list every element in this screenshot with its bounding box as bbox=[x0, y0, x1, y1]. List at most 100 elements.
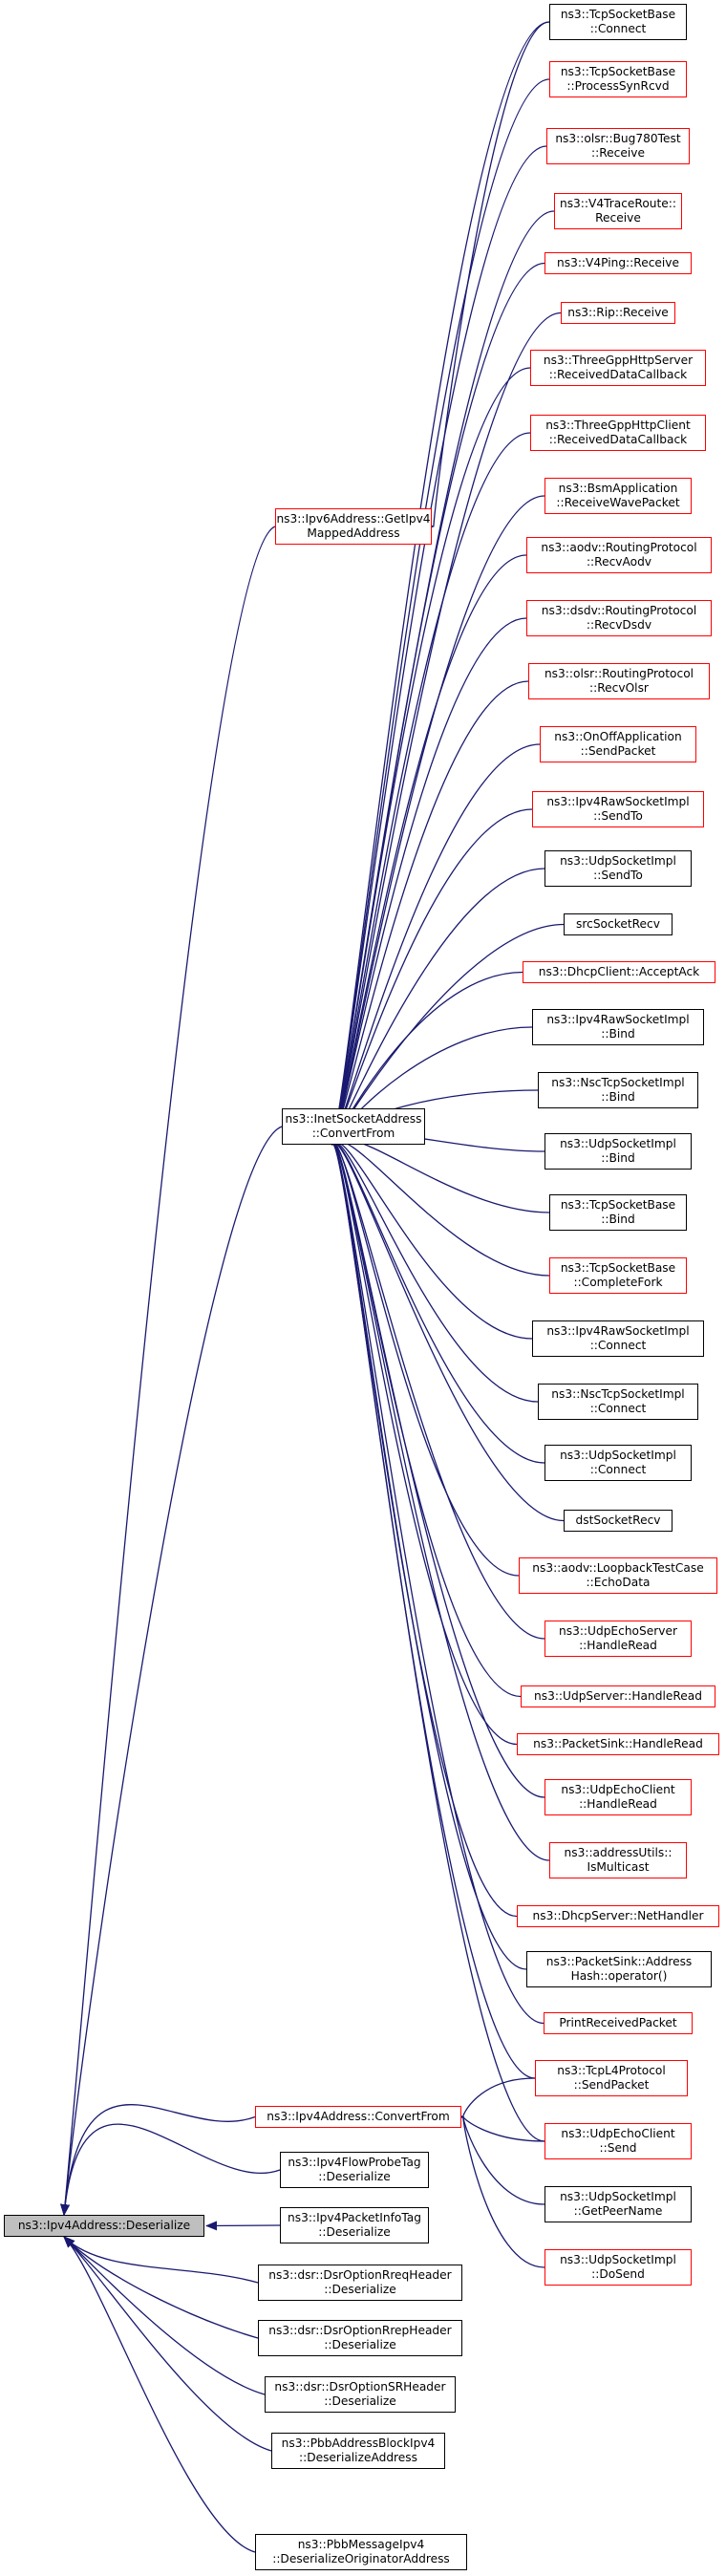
edge-root-to-ipv4convert bbox=[60, 2104, 256, 2216]
node-udpsocketimpl-dosend[interactable]: ns3::UdpSocketImpl::DoSend bbox=[544, 2249, 692, 2286]
node-label-line: ns3::UdpEchoClient bbox=[561, 1783, 675, 1796]
edge-root-to-dsrreq bbox=[63, 2236, 259, 2284]
node-printreceivedpacket[interactable]: PrintReceivedPacket bbox=[544, 2012, 693, 2034]
node-label-line: ::ConvertFrom bbox=[311, 1127, 395, 1140]
node-label-line: ::Deserialize bbox=[318, 2170, 391, 2183]
node-tcpl4protocol-sendpacket[interactable]: ns3::TcpL4Protocol::SendPacket bbox=[535, 2060, 688, 2096]
node-pbbaddressblockipv4-deserializeaddress[interactable]: ns3::PbbAddressBlockIpv4::DeserializeAdd… bbox=[271, 2433, 445, 2469]
node-olsr-routingprotocol-recvolsr[interactable]: ns3::olsr::RoutingProtocol::RecvOlsr bbox=[528, 663, 710, 699]
node-tcpsocketbase-bind[interactable]: ns3::TcpSocketBase::Bind bbox=[549, 1194, 687, 1231]
node-label-line: ::Bind bbox=[601, 1213, 635, 1226]
node-dsdv-routingprotocol-recvdsdv[interactable]: ns3::dsdv::RoutingProtocol::RecvDsdv bbox=[526, 600, 712, 636]
node-label-line: ns3::PacketSink::Address bbox=[545, 1955, 693, 1968]
edge-inetconvert-to-ismulticast bbox=[331, 1132, 550, 1861]
node-label-line: ::Connect bbox=[589, 1463, 647, 1476]
node-label-line: ns3::Ipv4Address::Deserialize bbox=[17, 2219, 191, 2232]
node-label-line: ns3::TcpL4Protocol bbox=[557, 2064, 666, 2077]
node-bsmapplication-receivewavepacket[interactable]: ns3::BsmApplication::ReceiveWavePacket bbox=[544, 478, 692, 514]
node-aodv-loopbacktestcase-echodata[interactable]: ns3::aodv::LoopbackTestCase::EchoData bbox=[519, 1557, 717, 1594]
node-label-line: ::Receive bbox=[591, 146, 645, 160]
node-tcpsocketbase-completefork[interactable]: ns3::TcpSocketBase::CompleteFork bbox=[549, 1257, 687, 1294]
node-dhcpserver-nethandler[interactable]: ns3::DhcpServer::NetHandler bbox=[517, 1905, 719, 1927]
node-udpechoclient-handleread[interactable]: ns3::UdpEchoClient::HandleRead bbox=[544, 1779, 692, 1815]
node-onoffapplication-sendpacket[interactable]: ns3::OnOffApplication::SendPacket bbox=[540, 726, 696, 762]
edge-inetconvert-to-rawconnect bbox=[331, 1132, 533, 1340]
node-udpsocketimpl-bind[interactable]: ns3::UdpSocketImpl::Bind bbox=[544, 1133, 692, 1170]
node-srcsocketrecv[interactable]: srcSocketRecv bbox=[564, 913, 673, 935]
node-label-line: ns3::addressUtils:: bbox=[564, 1846, 673, 1859]
node-label-line: ::SendPacket bbox=[573, 2078, 650, 2092]
node-dsroptionrreqheader-deserialize[interactable]: ns3::dsr::DsrOptionRreqHeader::Deseriali… bbox=[258, 2265, 462, 2301]
node-label-line: ::DeserializeOriginatorAddress bbox=[272, 2552, 450, 2565]
node-nsctcpsocketimpl-bind[interactable]: ns3::NscTcpSocketImpl::Bind bbox=[538, 1072, 698, 1108]
node-label-line: ::Connect bbox=[589, 22, 647, 35]
node-label-line: ::SendTo bbox=[593, 809, 643, 823]
edge-root-to-dsrrep bbox=[63, 2236, 259, 2339]
node-label-line: ::GetPeerName bbox=[573, 2204, 663, 2218]
node-ipv4rawsocketimpl-bind[interactable]: ns3::Ipv4RawSocketImpl::Bind bbox=[532, 1009, 704, 1045]
node-label-line: PrintReceivedPacket bbox=[559, 2016, 677, 2029]
node-v4ping-receive[interactable]: ns3::V4Ping::Receive bbox=[544, 252, 692, 274]
node-label-line: ns3::UdpSocketImpl bbox=[560, 2190, 676, 2203]
node-v4traceroute-receive[interactable]: ns3::V4TraceRoute::Receive bbox=[554, 193, 682, 229]
node-packetsink-handleread[interactable]: ns3::PacketSink::HandleRead bbox=[517, 1733, 719, 1755]
node-label-line: ::Bind bbox=[601, 1027, 635, 1041]
node-label-line: ns3::Ipv4RawSocketImpl bbox=[546, 795, 690, 808]
node-label-line: ns3::UdpServer::HandleRead bbox=[534, 1689, 702, 1703]
edge-root-to-pbbmsg bbox=[63, 2236, 256, 2553]
node-label-line: ::ProcessSynRcvd bbox=[566, 79, 670, 93]
node-rip-receive[interactable]: ns3::Rip::Receive bbox=[561, 302, 675, 324]
edge-root-to-pktinfotag bbox=[205, 2221, 281, 2231]
node-label-line: ::ReceivedDataCallback bbox=[548, 368, 688, 381]
node-tcpsocketbase-connect[interactable]: ns3::TcpSocketBase::Connect bbox=[549, 4, 687, 40]
edge-root-to-inetconvert bbox=[60, 1126, 283, 2216]
node-label-line: ::Deserialize bbox=[324, 2394, 396, 2408]
node-inetsocketaddress-convertfrom[interactable]: ns3::InetSocketAddress::ConvertFrom bbox=[282, 1108, 425, 1145]
node-label-line: Receive bbox=[595, 211, 641, 225]
node-label-line: ::Deserialize bbox=[318, 2225, 391, 2239]
node-dsroptionrrepheader-deserialize[interactable]: ns3::dsr::DsrOptionRrepHeader::Deseriali… bbox=[258, 2320, 462, 2356]
node-ipv4flowprobetag-deserialize[interactable]: ns3::Ipv4FlowProbeTag::Deserialize bbox=[280, 2152, 429, 2188]
edge-inetconvert-to-httpclient bbox=[331, 432, 531, 1146]
node-aodv-routingprotocol-recvaodv[interactable]: ns3::aodv::RoutingProtocol::RecvAodv bbox=[526, 537, 712, 573]
node-ipv4rawsocketimpl-connect[interactable]: ns3::Ipv4RawSocketImpl::Connect bbox=[532, 1320, 704, 1357]
node-label-line: ns3::TcpSocketBase bbox=[560, 65, 676, 78]
node-tcpsocketbase-processsynrcvd[interactable]: ns3::TcpSocketBase::ProcessSynRcvd bbox=[549, 61, 687, 97]
node-threegpphttpserver-receiveddatacallback[interactable]: ns3::ThreeGppHttpServer::ReceivedDataCal… bbox=[530, 350, 706, 386]
node-label-line: ns3::PacketSink::HandleRead bbox=[533, 1737, 703, 1750]
node-label-line: ns3::PbbMessageIpv4 bbox=[297, 2538, 425, 2551]
node-dstsocketrecv[interactable]: dstSocketRecv bbox=[564, 1510, 673, 1532]
node-nsctcpsocketimpl-connect[interactable]: ns3::NscTcpSocketImpl::Connect bbox=[538, 1384, 698, 1420]
node-udpechoserver-handleread[interactable]: ns3::UdpEchoServer::HandleRead bbox=[544, 1621, 692, 1657]
node-ipv4packetinfotag-deserialize[interactable]: ns3::Ipv4PacketInfoTag::Deserialize bbox=[280, 2207, 429, 2243]
node-udpsocketimpl-getpeername[interactable]: ns3::UdpSocketImpl::GetPeerName bbox=[544, 2186, 692, 2222]
edge-root-to-dsrsr bbox=[63, 2236, 266, 2395]
node-label-line: ns3::UdpSocketImpl bbox=[560, 854, 676, 868]
edge-root-to-flowprobe bbox=[60, 2123, 281, 2216]
node-dhcpclient-acceptack[interactable]: ns3::DhcpClient::AcceptAck bbox=[523, 961, 715, 983]
node-label-line: ::HandleRead bbox=[579, 1797, 657, 1811]
node-label-line: ::RecvOlsr bbox=[589, 681, 649, 695]
node-ipv4address-convertfrom[interactable]: ns3::Ipv4Address::ConvertFrom bbox=[255, 2106, 461, 2128]
node-pbbmessageipv4-deserializeoriginatoraddress[interactable]: ns3::PbbMessageIpv4::DeserializeOriginat… bbox=[255, 2534, 467, 2570]
node-olsr-bug780test-receive[interactable]: ns3::olsr::Bug780Test::Receive bbox=[546, 128, 690, 164]
node-label-line: ns3::Ipv4PacketInfoTag bbox=[288, 2211, 421, 2224]
node-label-line: ::Bind bbox=[601, 1090, 635, 1104]
node-addressutils-ismulticast[interactable]: ns3::addressUtils::IsMulticast bbox=[549, 1842, 687, 1878]
node-ipv4rawsocketimpl-sendto[interactable]: ns3::Ipv4RawSocketImpl::SendTo bbox=[532, 791, 704, 827]
node-label-line: ns3::NscTcpSocketImpl bbox=[551, 1387, 685, 1401]
node-udpsocketimpl-connect[interactable]: ns3::UdpSocketImpl::Connect bbox=[544, 1445, 692, 1481]
node-udpserver-handleread[interactable]: ns3::UdpServer::HandleRead bbox=[521, 1685, 715, 1707]
node-udpsocketimpl-sendto[interactable]: ns3::UdpSocketImpl::SendTo bbox=[544, 850, 692, 887]
node-label-line: ns3::Ipv4RawSocketImpl bbox=[546, 1013, 690, 1026]
edge-inetconvert-to-echoserver bbox=[331, 1132, 545, 1640]
node-threegpphttpclient-receiveddatacallback[interactable]: ns3::ThreeGppHttpClient::ReceivedDataCal… bbox=[530, 415, 706, 451]
edge-inetconvert-to-bug780 bbox=[331, 145, 547, 1146]
node-udpechoclient-send[interactable]: ns3::UdpEchoClient::Send bbox=[544, 2123, 692, 2159]
node-label-line: IsMulticast bbox=[587, 1860, 650, 1874]
node-label-line: ::DoSend bbox=[591, 2267, 645, 2281]
node-dsroptionsrheader-deserialize[interactable]: ns3::dsr::DsrOptionSRHeader::Deserialize bbox=[265, 2376, 456, 2413]
node-label-line: ns3::dsr::DsrOptionRrepHeader bbox=[268, 2324, 452, 2337]
